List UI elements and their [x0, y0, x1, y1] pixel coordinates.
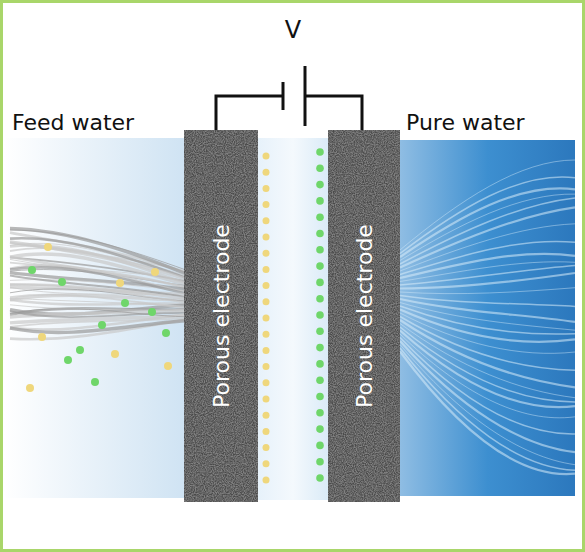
- porous-electrode: Porous electrode: [184, 130, 258, 502]
- ion-dot: [58, 278, 66, 286]
- ion-dot: [316, 148, 324, 156]
- electrode-body: [184, 130, 258, 502]
- ion-dot: [148, 308, 156, 316]
- water-streak: [10, 321, 186, 333]
- stream-label: Pure water: [406, 110, 525, 135]
- ion-dot: [263, 396, 270, 403]
- ion-dot: [316, 213, 324, 221]
- water-streak: [400, 262, 575, 282]
- ion-dot: [263, 331, 270, 338]
- water-streak: [400, 224, 575, 271]
- ion-dot: [151, 268, 159, 276]
- electrode-texture: [184, 130, 258, 502]
- water-streak: [400, 254, 575, 278]
- ion-dot: [263, 460, 270, 467]
- electrode-label: Porous electrode: [209, 224, 234, 408]
- ion-dot: [263, 444, 270, 451]
- battery-plate: [282, 82, 285, 110]
- channel: [256, 138, 330, 500]
- ion-dot: [263, 282, 270, 289]
- ion-dot: [263, 315, 270, 322]
- water-streak: [400, 345, 575, 465]
- ion-dot: [316, 262, 324, 270]
- ion-dot: [164, 362, 172, 370]
- ion-dot: [316, 181, 324, 189]
- ion-dot: [316, 442, 324, 450]
- ion-dot: [316, 328, 324, 336]
- ion-dot: [162, 329, 170, 337]
- ion-dot: [263, 477, 270, 484]
- water-streak: [400, 288, 575, 294]
- water-streak: [400, 299, 575, 322]
- ion-dot: [38, 333, 46, 341]
- ion-dot: [316, 246, 324, 254]
- water-streak: [400, 334, 575, 418]
- ion-dot: [263, 363, 270, 370]
- ion-dot: [263, 201, 270, 208]
- porous-electrode: Porous electrode: [328, 130, 400, 502]
- water-streak: [400, 324, 575, 398]
- water-streak: [400, 352, 575, 475]
- wire: [306, 96, 362, 130]
- water-streak: [400, 266, 575, 285]
- ion-dot: [111, 350, 119, 358]
- ion-dot: [121, 299, 129, 307]
- ion-dot: [98, 321, 106, 329]
- water-streak: [10, 309, 186, 317]
- ion-dot: [263, 412, 270, 419]
- ion-dot: [316, 409, 324, 417]
- ion-dot: [116, 279, 124, 287]
- pure-water-stream: [400, 140, 575, 496]
- feed-water-region: [4, 138, 186, 498]
- ion-dot: [316, 393, 324, 401]
- ion-dot: [263, 347, 270, 354]
- ion-dot: [263, 234, 270, 241]
- stream-label: Feed water: [12, 110, 134, 135]
- ion-dot: [91, 378, 99, 386]
- water-streak: [400, 348, 575, 470]
- water-streak: [400, 303, 575, 331]
- ion-dot: [316, 295, 324, 303]
- ion-dot: [316, 474, 324, 482]
- ion-dot: [316, 311, 324, 319]
- ion-dot: [263, 250, 270, 257]
- ion-dot: [263, 217, 270, 224]
- battery-plate: [304, 66, 307, 126]
- water-streak: [10, 295, 186, 308]
- ion-dot: [316, 360, 324, 368]
- ion-dot: [28, 266, 36, 274]
- ion-dot: [64, 356, 72, 364]
- ion-dot: [263, 266, 270, 273]
- water-streak: [400, 273, 575, 289]
- electrode-label: Porous electrode: [352, 224, 377, 408]
- ion-dot: [44, 243, 52, 251]
- water-streak: [10, 319, 186, 339]
- ion-dot: [263, 169, 270, 176]
- ion-dot: [316, 165, 324, 173]
- wire: [216, 96, 282, 130]
- electrode-texture: [328, 130, 400, 502]
- ion-dot: [316, 197, 324, 205]
- ion-dot: [76, 346, 84, 354]
- voltage-label: V: [285, 16, 301, 44]
- ion-dot: [316, 376, 324, 384]
- ion-dot: [26, 384, 34, 392]
- ion-dot: [316, 458, 324, 466]
- ion-dot: [263, 428, 270, 435]
- ion-dot: [263, 379, 270, 386]
- ion-dot: [316, 230, 324, 238]
- ion-dot: [263, 153, 270, 160]
- ion-dot: [263, 298, 270, 305]
- water-streak: [400, 241, 575, 274]
- electrode-body: [328, 130, 400, 502]
- ion-dot: [263, 185, 270, 192]
- ion-dot: [316, 344, 324, 352]
- ion-dot: [316, 279, 324, 287]
- ion-dot: [316, 425, 324, 433]
